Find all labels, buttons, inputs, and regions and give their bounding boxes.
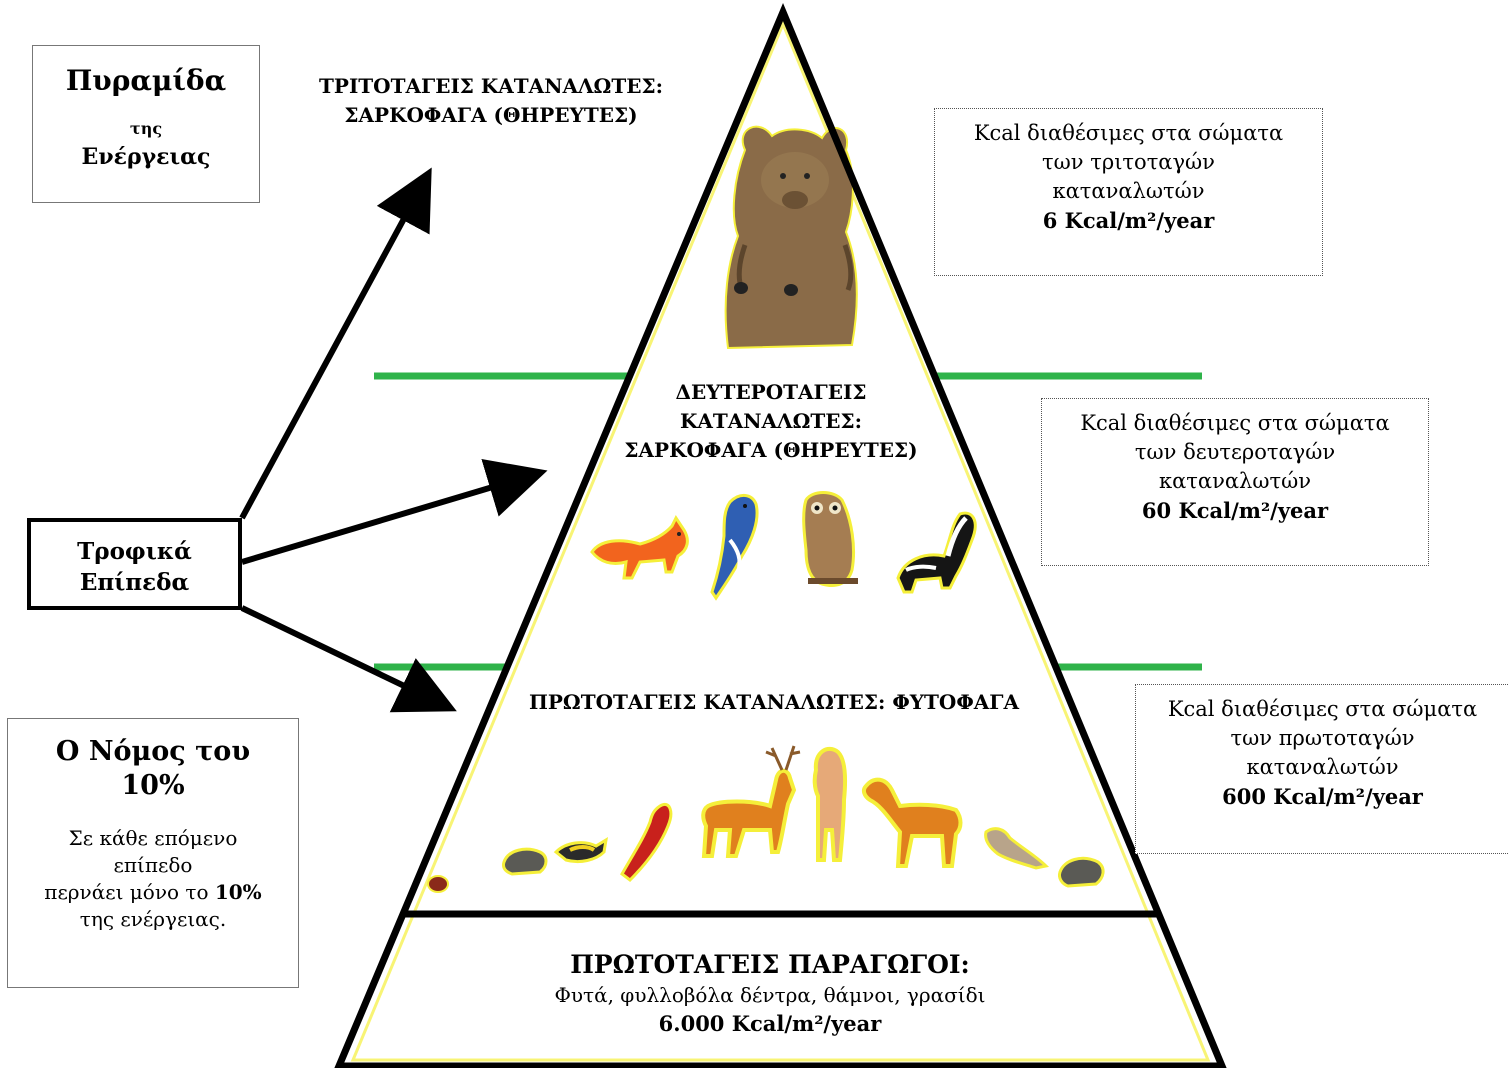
- title-line-3: Ενέργειας: [81, 144, 211, 170]
- producers-heading: ΠΡΩΤΟΤΑΓΕΙΣ ΠΑΡΑΓΩΓΟΙ:: [570, 950, 970, 979]
- producers-description: Φυτά, φυλλοβόλα δέντρα, θάμνοι, γρασίδι: [554, 983, 986, 1007]
- kcal-value: 600 Kcal/m²/year: [1222, 784, 1423, 809]
- secondary-line-3: ΣΑΡΚΟΦΑΓΑ (ΘΗΡΕΥΤΕΣ): [624, 438, 918, 462]
- kcal-value: 6 Kcal/m²/year: [1042, 208, 1215, 233]
- kcal-line-2: των τριτοταγών: [1042, 150, 1215, 174]
- kcal-line-1: Kcal διαθέσιμες στα σώματα: [973, 121, 1284, 145]
- beetle-icon: [427, 875, 449, 893]
- arrow-to-primary: [240, 605, 457, 713]
- trophic-levels-box: Τροφικά Επίπεδα: [27, 518, 242, 610]
- pyramid-fill: [339, 12, 1222, 1066]
- kcal-line-2: των δευτεροταγών: [1134, 440, 1336, 464]
- primary-consumers-label: ΠΡΩΤΟΤΑΓΕΙΣ ΚΑΤΑΝΑΛΩΤΕΣ: ΦΥΤΟΦΑΓΑ: [497, 688, 1051, 717]
- sparrow-icon: [984, 827, 1050, 870]
- mouse-icon: [502, 847, 548, 876]
- bird-icon: [553, 837, 609, 864]
- tertiary-line-1: ΤΡΙΤΟΤΑΓΕΙΣ ΚΑΤΑΝΑΛΩΤΕΣ:: [319, 74, 663, 98]
- law-text-line-3-prefix: περνάει μόνο το: [44, 880, 215, 904]
- bear-icon: [724, 125, 858, 350]
- law-text-line-4: της ενέργειας.: [79, 907, 227, 931]
- tertiary-consumers-label: ΤΡΙΤΟΤΑΓΕΙΣ ΚΑΤΑΝΑΛΩΤΕΣ: ΣΑΡΚΟΦΑΓΑ (ΘΗΡΕ…: [296, 72, 686, 130]
- kcal-line-2: των πρωτοταγών: [1230, 726, 1415, 750]
- law-text-line-3: περνάει μόνο το 10%: [8, 879, 298, 906]
- title-line-2: της: [129, 119, 163, 138]
- secondary-line-1: ΔΕΥΤΕΡΟΤΑΓΕΙΣ: [675, 380, 867, 404]
- law-heading-line-1: Ο Νόμος του: [55, 736, 251, 767]
- skunk-icon: [896, 511, 977, 594]
- producers-value: 6.000 Kcal/m²/year: [658, 1011, 882, 1036]
- trophic-line-1: Τροφικά: [77, 538, 192, 565]
- producers-label: ΠΡΩΤΟΤΑΓΕΙΣ ΠΑΡΑΓΩΓΟΙ: Φυτά, φυλλοβόλα δ…: [420, 948, 1120, 1039]
- kcal-box-secondary: Kcal διαθέσιμες στα σώματα των δευτεροτα…: [1041, 398, 1429, 566]
- law-heading-line-2: 10%: [121, 770, 185, 801]
- pyramid-outline: [334, 2, 1227, 1068]
- fox-icon: [590, 515, 689, 580]
- law-text-line-2: επίπεδο: [113, 853, 193, 877]
- mouse-icon: [1058, 856, 1105, 888]
- kcal-line-3: καταναλωτών: [1246, 755, 1399, 779]
- title-box: Πυραμίδα της Ενέργειας: [32, 45, 260, 203]
- law-text-line-1: Σε κάθε επόμενο: [68, 826, 238, 850]
- secondary-line-2: ΚΑΤΑΝΑΛΩΤΕΣ:: [679, 409, 863, 433]
- tertiary-line-2: ΣΑΡΚΟΦΑΓΑ (ΘΗΡΕΥΤΕΣ): [344, 103, 638, 127]
- owl-icon: [802, 491, 858, 587]
- cardinal-icon: [620, 803, 673, 882]
- kcal-box-primary: Kcal διαθέσιμες στα σώματα των πρωτοταγώ…: [1135, 684, 1509, 854]
- blue-jay-icon: [710, 494, 759, 601]
- kcal-line-3: καταναλωτών: [1052, 179, 1205, 203]
- trophic-line-2: Επίπεδα: [79, 569, 190, 596]
- title-line-1: Πυραμίδα: [65, 64, 227, 97]
- arrow-to-tertiary: [239, 167, 432, 520]
- primary-line-1: ΠΡΩΤΟΤΑΓΕΙΣ ΚΑΤΑΝΑΛΩΤΕΣ: ΦΥΤΟΦΑΓΑ: [528, 690, 1020, 714]
- kcal-line-3: καταναλωτών: [1159, 469, 1311, 493]
- kcal-value: 60 Kcal/m²/year: [1141, 498, 1329, 523]
- deer-icon: [701, 745, 801, 858]
- arrow-to-secondary: [241, 459, 548, 565]
- kcal-line-1: Kcal διαθέσιμες στα σώματα: [1080, 411, 1390, 435]
- ten-percent-law-box: Ο Νόμος του 10% Σε κάθε επόμενο επίπεδο …: [7, 718, 299, 988]
- kcal-box-tertiary: Kcal διαθέσιμες στα σώματα των τριτοταγώ…: [934, 108, 1323, 276]
- law-text-line-3-bold: 10%: [214, 880, 262, 904]
- deer-icon: [861, 777, 963, 868]
- secondary-consumers-label: ΔΕΥΤΕΡΟΤΑΓΕΙΣ ΚΑΤΑΝΑΛΩΤΕΣ: ΣΑΡΚΟΦΑΓΑ (ΘΗ…: [598, 378, 944, 465]
- deer-icon: [812, 746, 848, 862]
- kcal-line-1: Kcal διαθέσιμες στα σώματα: [1167, 697, 1478, 721]
